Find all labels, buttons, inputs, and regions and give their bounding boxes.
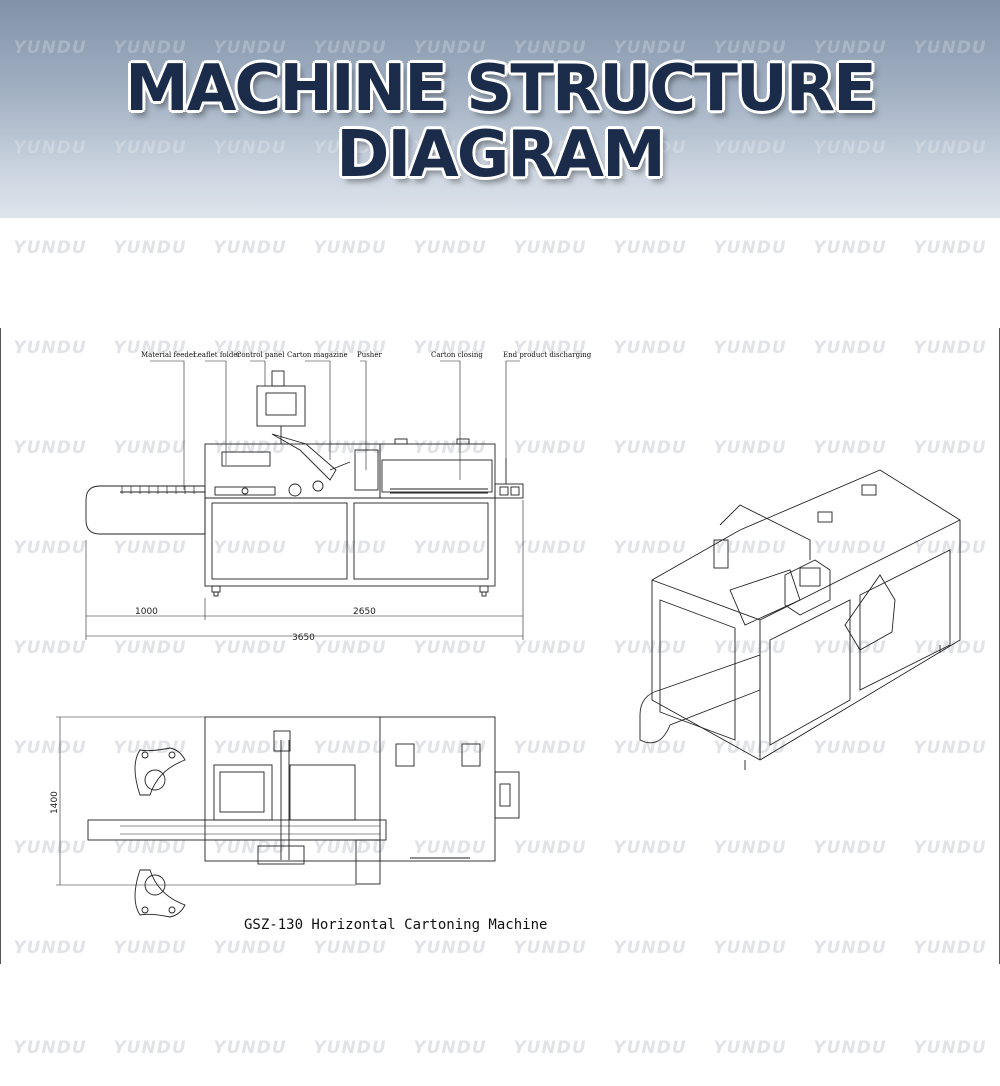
dimension-feeder-length: 1000 bbox=[135, 607, 158, 617]
label-pusher: Pusher bbox=[357, 351, 382, 359]
label-carton-magazine: Carton magazine bbox=[287, 351, 348, 359]
isometric-view bbox=[639, 469, 961, 770]
dimension-body-length: 2650 bbox=[353, 607, 376, 617]
top-plan-view bbox=[56, 716, 520, 918]
label-material-feeder: Material feeder bbox=[141, 351, 197, 359]
page-title-line-1: MACHINE STRUCTURE bbox=[125, 52, 877, 126]
label-carton-closing: Carton closing bbox=[431, 351, 483, 359]
header-banner bbox=[0, 0, 1000, 218]
label-end-product-discharging: End product discharging bbox=[503, 351, 592, 359]
label-leaflet-folder: Leaflet folder bbox=[193, 351, 241, 359]
label-control-panel: Control panel bbox=[236, 351, 285, 359]
dimension-total-length: 3650 bbox=[292, 633, 315, 643]
side-elevation-view bbox=[85, 360, 524, 640]
page-title-line-2: DIAGRAM bbox=[336, 118, 666, 192]
dimension-width: 1400 bbox=[50, 791, 60, 814]
diagram-caption: GSZ-130 Horizontal Cartoning Machine bbox=[244, 917, 547, 933]
